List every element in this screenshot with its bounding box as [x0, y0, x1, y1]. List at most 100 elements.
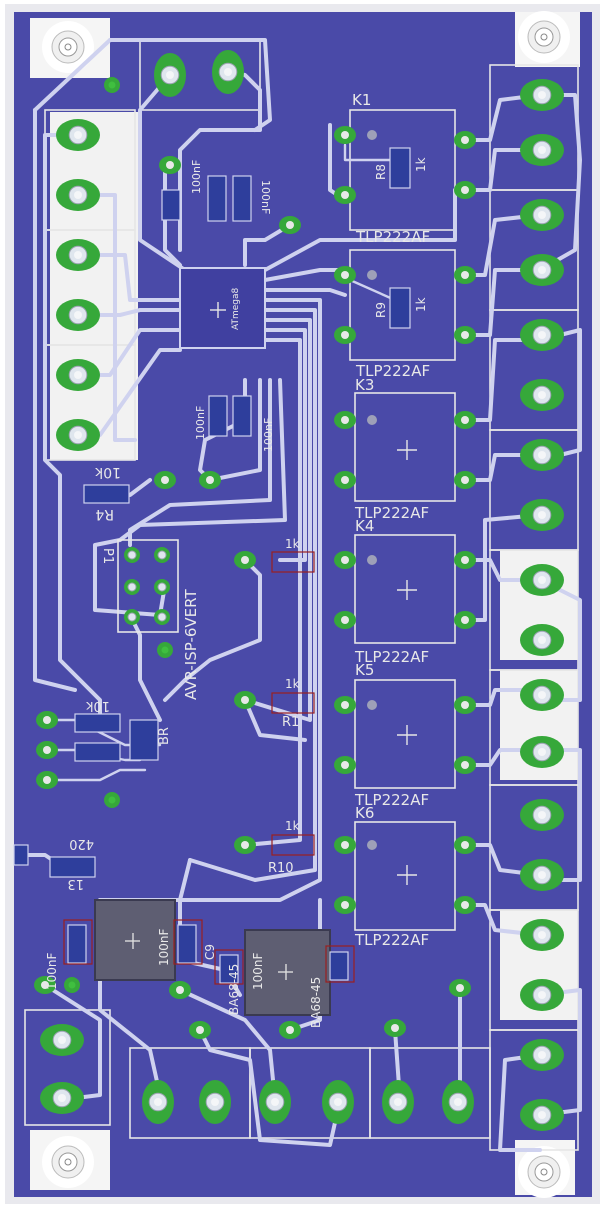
- br-label: BR: [157, 727, 172, 745]
- terminal-pad: [520, 564, 564, 596]
- relay-ref: K6: [355, 804, 374, 822]
- resistor-value: 1k: [414, 157, 428, 172]
- small-pad: [189, 1021, 211, 1039]
- small-pad: [334, 186, 356, 204]
- terminal-pad: [520, 254, 564, 286]
- terminal-pad: [520, 379, 564, 411]
- diode-label: BA68-45: [227, 964, 241, 1015]
- terminal-pad: [56, 359, 100, 391]
- terminal-pad: [520, 919, 564, 951]
- terminal-pad: [40, 1082, 84, 1114]
- r10k2-label: 10k: [85, 698, 110, 713]
- small-pad: [34, 976, 56, 994]
- relay-ref: K4: [355, 517, 374, 535]
- smd-parts: [13, 147, 411, 984]
- small-pad: [36, 771, 58, 789]
- terminal-pad: [56, 419, 100, 451]
- terminal-pad: [520, 134, 564, 166]
- small-pad: [36, 711, 58, 729]
- relay-outlines: [349, 109, 456, 931]
- cap-label: 100nF: [262, 418, 275, 452]
- small-pad: [454, 696, 476, 714]
- terminal-pad: [520, 439, 564, 471]
- clearance-area: [50, 112, 138, 460]
- terminal-pad: [382, 1080, 414, 1124]
- cap-label: 100nF: [190, 160, 203, 194]
- mounting-hole: [42, 21, 94, 73]
- r13-value: 420: [69, 836, 94, 851]
- resistor-ref: R8: [374, 164, 388, 180]
- terminal-pad: [442, 1080, 474, 1124]
- small-pad: [334, 551, 356, 569]
- isp-header: [117, 539, 179, 633]
- terminal-pad: [56, 239, 100, 271]
- relay-marks: [367, 130, 377, 850]
- small-pad: [454, 411, 476, 429]
- resistor-ref: R9: [374, 302, 388, 318]
- r4-value: 10k: [94, 464, 121, 480]
- diode-label: BA68-45: [309, 977, 323, 1028]
- small-pad: [334, 411, 356, 429]
- isp-label: AVR-ISP-6VERT: [182, 589, 200, 700]
- r11-value: 1k: [285, 677, 300, 691]
- relay-part: TLP222AF: [354, 931, 429, 949]
- terminal-pad: [259, 1080, 291, 1124]
- small-pad: [454, 756, 476, 774]
- small-pad: [454, 181, 476, 199]
- small-pad: [454, 836, 476, 854]
- small-pad: [454, 551, 476, 569]
- mcu-label: ATmega8: [231, 288, 241, 330]
- mounting-hole: [518, 1146, 570, 1198]
- terminal-pad: [520, 624, 564, 656]
- small-pad: [454, 471, 476, 489]
- r12-ref: R10: [268, 861, 294, 876]
- small-pad: [334, 266, 356, 284]
- small-pad: [36, 741, 58, 759]
- usb-chip: [94, 899, 176, 981]
- terminal-pad: [199, 1080, 231, 1124]
- r12-value: 1k: [285, 819, 300, 833]
- small-pad: [454, 266, 476, 284]
- r4-ref: R4: [95, 506, 114, 522]
- small-pad: [334, 326, 356, 344]
- terminal-pad: [40, 1024, 84, 1056]
- terminal-pad: [520, 859, 564, 891]
- small-pad: [159, 156, 181, 174]
- through-hole-pads: [34, 50, 564, 1131]
- terminal-pad: [520, 1099, 564, 1131]
- terminal-pad: [520, 979, 564, 1011]
- small-pad: [234, 551, 256, 569]
- terminal-pad: [520, 736, 564, 768]
- small-pad: [334, 896, 356, 914]
- small-pad: [449, 979, 471, 997]
- cap-label: 100nF: [259, 180, 272, 214]
- small-pad: [199, 471, 221, 489]
- small-pad: [454, 131, 476, 149]
- cap-label: 100nF: [157, 928, 171, 966]
- small-pad: [384, 1019, 406, 1037]
- small-pad: [454, 896, 476, 914]
- relay-ref: K1: [352, 91, 371, 109]
- small-pad: [334, 471, 356, 489]
- terminal-pad: [56, 119, 100, 151]
- mounting-hole: [42, 1136, 94, 1188]
- relay-centers: [397, 440, 417, 885]
- terminal-pad: [520, 79, 564, 111]
- relay-part: TLP222AF: [354, 504, 429, 522]
- small-pad: [334, 126, 356, 144]
- small-pad: [454, 611, 476, 629]
- terminal-pad: [520, 499, 564, 531]
- relay-ref: K5: [355, 661, 374, 679]
- small-pad: [169, 981, 191, 999]
- small-pad: [334, 836, 356, 854]
- terminal-pad: [520, 319, 564, 351]
- small-pad: [334, 611, 356, 629]
- relay-ref: K3: [355, 376, 374, 394]
- cap-label: 100nF: [45, 952, 59, 990]
- terminal-pad: [154, 53, 186, 97]
- c9-label: C9: [203, 944, 217, 960]
- small-pad: [279, 1021, 301, 1039]
- vias: [64, 77, 173, 993]
- relay-part: TLP222AF: [355, 362, 430, 380]
